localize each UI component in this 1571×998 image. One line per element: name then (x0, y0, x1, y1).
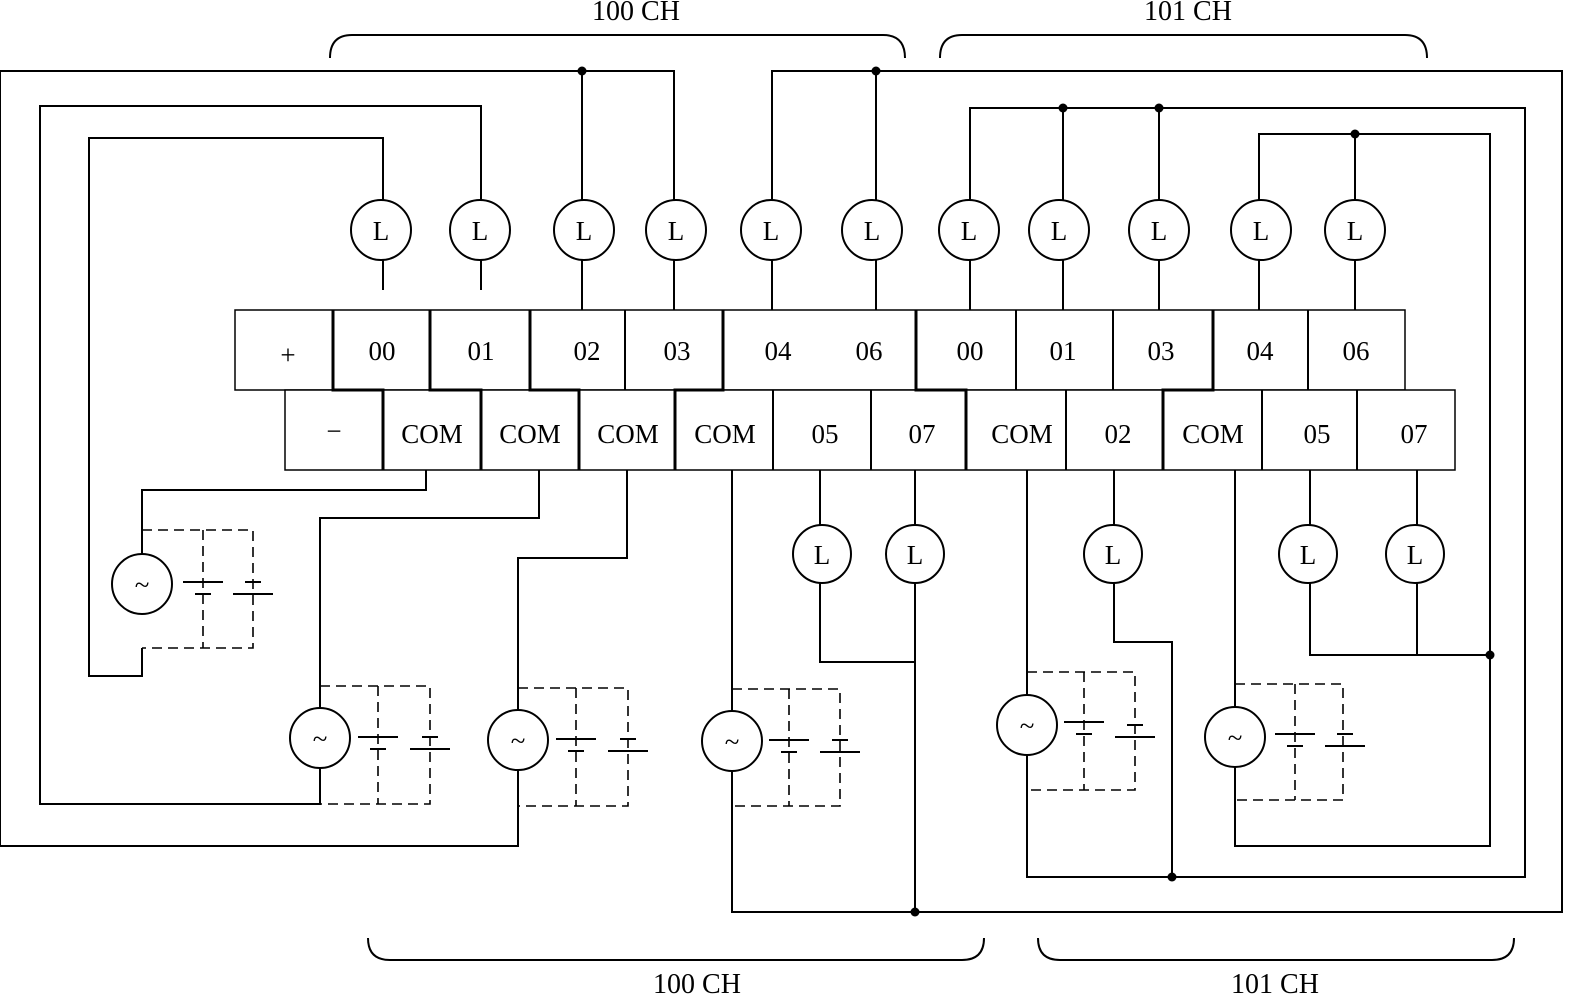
lamp-label: L (1151, 216, 1168, 246)
ac-source-icon (289, 707, 351, 769)
terminal-block: + 00 01 02 03 04 06 00 01 03 04 06 − COM… (234, 309, 1456, 471)
ac-source-icon (996, 694, 1058, 756)
ac-source-icon (1204, 706, 1266, 768)
terminal-label-top-101-00: 00 (957, 336, 984, 366)
lamp-label: L (1407, 540, 1424, 570)
ac-symbol: ~ (725, 727, 740, 757)
terminal-label-com-4: COM (694, 419, 756, 449)
power-source-2: ~ (289, 685, 450, 805)
brace-bottom-100ch (367, 937, 985, 961)
lamp-label: L (576, 216, 593, 246)
lamp-icon (938, 199, 1000, 261)
terminal-label-top-100-04: 04 (765, 336, 793, 366)
terminal-label-com-1: COM (401, 419, 463, 449)
lamp-icon (1028, 199, 1090, 261)
lamp-label: L (961, 216, 978, 246)
ac-symbol: ~ (1020, 711, 1035, 741)
ac-source-icon (487, 709, 549, 771)
ac-symbol: ~ (313, 724, 328, 754)
terminal-label-top-100-02: 02 (574, 336, 601, 366)
terminal-label-bottom-101-05: 05 (1304, 419, 1331, 449)
terminal-label-top-101-04: 04 (1247, 336, 1275, 366)
terminal-label-top-100-03: 03 (664, 336, 691, 366)
wires (0, 70, 1563, 913)
lamp-label: L (763, 216, 780, 246)
power-source-1: ~ (111, 529, 273, 649)
terminal-label-bottom-101-02: 02 (1105, 419, 1132, 449)
lamp-label: L (1300, 540, 1317, 570)
terminal-label-top-101-06: 06 (1343, 336, 1370, 366)
lamp-icon (645, 199, 707, 261)
ac-symbol: ~ (1228, 723, 1243, 753)
channel-label-bottom-100: 100 CH (653, 969, 741, 998)
lamp-label: L (1051, 216, 1068, 246)
lamp-label: L (1105, 540, 1122, 570)
channel-label-bottom-101: 101 CH (1231, 969, 1319, 998)
lamp-icon (1324, 199, 1386, 261)
terminal-label-minus: − (326, 416, 341, 446)
lamp-icon (885, 524, 945, 584)
lamp-icon (1385, 524, 1445, 584)
terminal-label-com-6: COM (1182, 419, 1244, 449)
lamp-label: L (1253, 216, 1270, 246)
terminal-label-top-100-06: 06 (856, 336, 883, 366)
lamp-label: L (472, 216, 489, 246)
terminal-cell-dividers (624, 310, 1358, 470)
lamp-label: L (373, 216, 390, 246)
ac-symbol: ~ (511, 726, 526, 756)
lamp-label: L (907, 540, 924, 570)
lamp-icon (553, 199, 615, 261)
terminal-label-bottom-101-07: 07 (1401, 419, 1428, 449)
terminal-label-top-101-03: 03 (1148, 336, 1175, 366)
terminal-label-top-101-01: 01 (1050, 336, 1077, 366)
channel-label-top-101: 101 CH (1144, 0, 1232, 27)
terminal-row-top (234, 309, 1406, 391)
terminal-label-com-5: COM (991, 419, 1053, 449)
lower-lamps: L L L L L (792, 524, 1445, 584)
lamp-icon (841, 199, 903, 261)
lamp-icon (350, 199, 412, 261)
lamp-icon (1278, 524, 1338, 584)
terminal-label-plus: + (280, 340, 295, 370)
channel-label-top-100: 100 CH (592, 0, 680, 27)
brace-top-101ch (939, 34, 1428, 59)
terminal-label-com-2: COM (499, 419, 561, 449)
terminal-label-top-100-00: 00 (369, 336, 396, 366)
upper-lamps: L L L L L L L L L L L (350, 199, 1386, 261)
power-source-3: ~ (487, 687, 648, 807)
lamp-icon (1230, 199, 1292, 261)
terminal-label-bottom-100-07: 07 (909, 419, 936, 449)
terminal-label-bottom-100-05: 05 (812, 419, 839, 449)
lamp-icon (449, 199, 511, 261)
lamp-icon (1128, 199, 1190, 261)
brace-top-100ch (329, 34, 906, 59)
power-source-4: ~ (701, 688, 860, 807)
ac-symbol: ~ (135, 570, 150, 600)
ac-source-icon (701, 710, 763, 772)
lamp-label: L (1347, 216, 1364, 246)
brace-bottom-101ch (1037, 937, 1515, 961)
lamp-label: L (814, 540, 831, 570)
ac-source-icon (111, 553, 173, 615)
lamp-icon (1083, 524, 1143, 584)
terminal-label-com-3: COM (597, 419, 659, 449)
lamp-label: L (864, 216, 881, 246)
lamp-icon (740, 199, 802, 261)
power-source-6: ~ (1204, 683, 1365, 801)
lamp-label: L (668, 216, 685, 246)
junction-dots (577, 66, 1495, 917)
lamp-icon (792, 524, 852, 584)
terminal-label-top-100-01: 01 (468, 336, 495, 366)
power-source-5: ~ (996, 671, 1155, 791)
common-group-outlines (331, 310, 1215, 470)
